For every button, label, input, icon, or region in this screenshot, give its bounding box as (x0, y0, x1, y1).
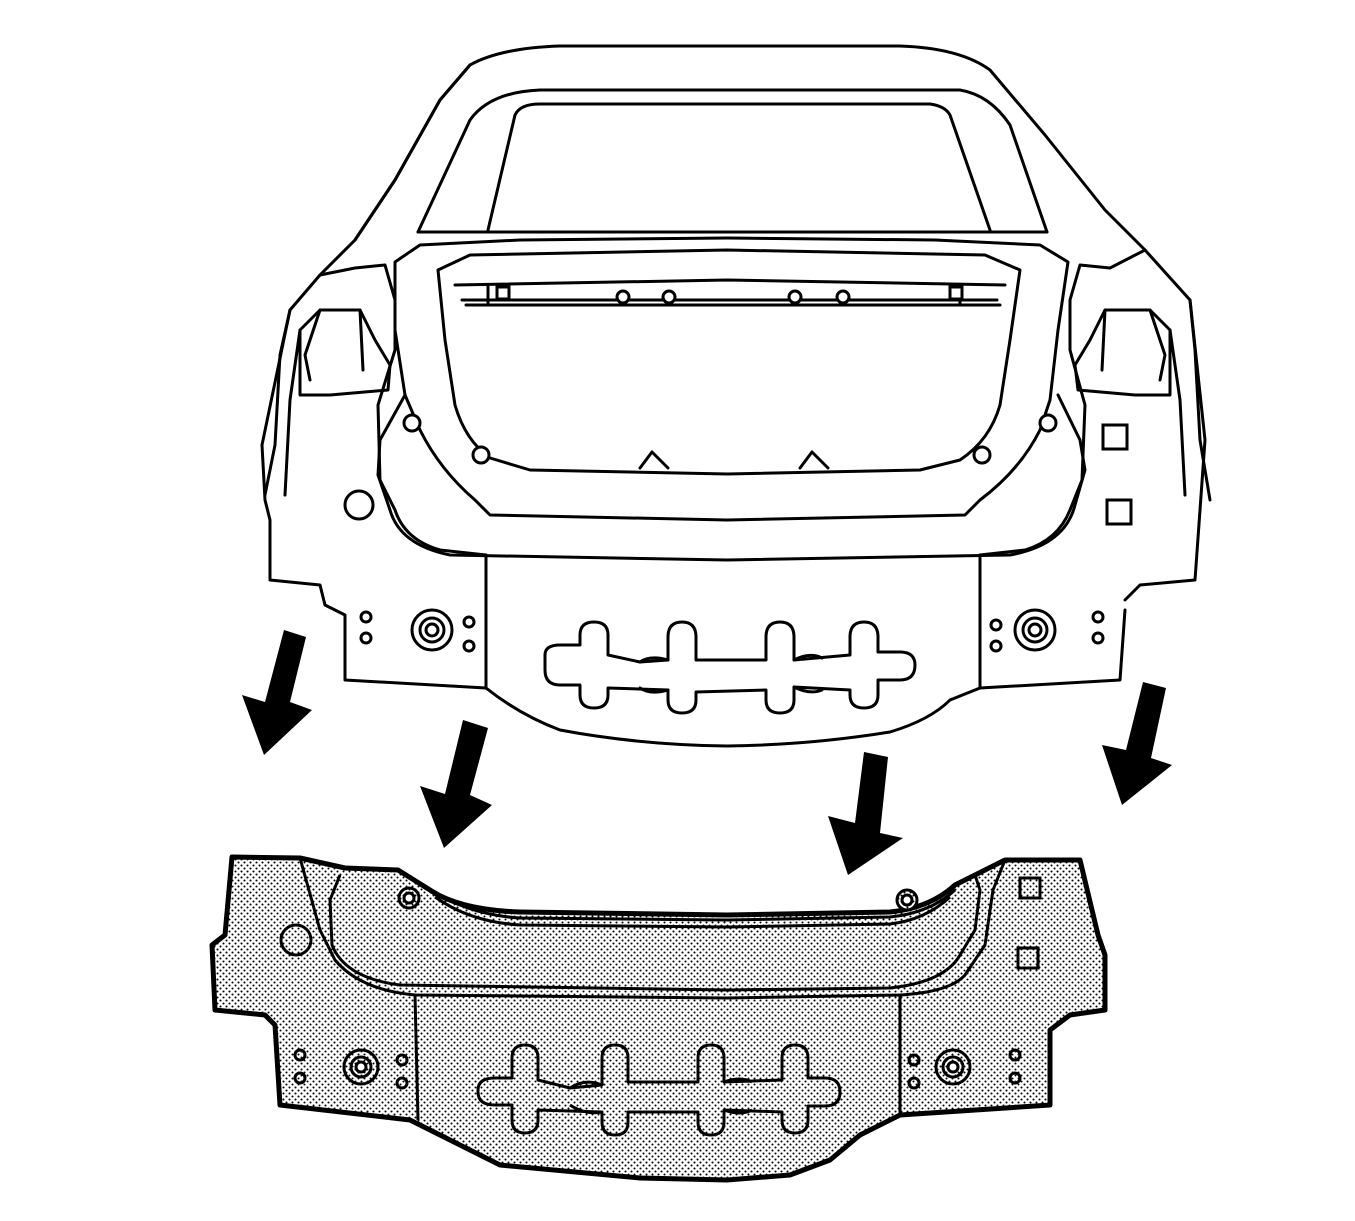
liftgate-header-panel (486, 283, 962, 307)
liftgate-slot-left (495, 285, 511, 301)
liftgate-hole-4 (835, 289, 851, 305)
back-window-opening (486, 102, 992, 232)
rear-end-panel (209, 854, 1108, 1183)
vehicle-rear-body-structure (260, 44, 1212, 748)
left-opening-hole-lower (471, 445, 491, 465)
left-pocket-detail (303, 308, 365, 382)
body-left-fastener-group (359, 608, 476, 653)
direction-arrows (242, 630, 1172, 875)
rear-end-panel-divider-left (413, 994, 420, 1121)
rear-end-panel-right-fastener-group (907, 1048, 1022, 1090)
rear-end-panel-square-hole-lower (1016, 946, 1040, 970)
left-taillamp-pocket (298, 308, 392, 397)
liftgate-hole-1 (615, 289, 631, 305)
liftgate-slot-right (948, 285, 964, 301)
rear-end-panel-square-hole-upper (1018, 876, 1042, 900)
right-opening-hole-lower (972, 445, 992, 465)
right-panel-square-hole-lower (1105, 498, 1133, 526)
liftgate-opening-lip (453, 278, 1007, 307)
rear-end-panel-outline (209, 854, 1108, 1183)
roof-inner-line (416, 88, 1049, 234)
right-opening-hole-upper (1038, 413, 1058, 433)
left-opening-hole-upper (402, 413, 422, 433)
liftgate-hole-2 (661, 289, 677, 305)
arrow-3 (828, 752, 903, 875)
rear-end-panel-top-hole-left-inner (402, 891, 416, 905)
left-quarter-inner (263, 263, 488, 557)
roof-inner-outline (353, 63, 472, 242)
right-pocket-detail (1100, 308, 1167, 382)
rear-end-panel-cutout-seams (569, 1077, 753, 1115)
body-right-fastener-group (989, 608, 1105, 653)
liftgate-frame-edge (376, 393, 1087, 562)
left-panel-large-hole (343, 489, 375, 521)
liftgate-sill-notches (638, 450, 830, 470)
right-taillamp-pocket (1073, 308, 1172, 397)
roof-outline (260, 44, 1207, 602)
arrow-4 (1102, 682, 1172, 805)
rear-end-panel-cross-cutouts (476, 1043, 842, 1137)
right-quarter-inner (978, 248, 1212, 557)
arrow-1 (242, 630, 312, 755)
rear-end-panel-top-hole-right-inner (900, 893, 914, 907)
rear-end-panel-recess (429, 888, 957, 922)
liftgate-hole-3 (787, 289, 803, 305)
liftgate-opening-outer (393, 236, 1070, 522)
rear-end-panel-left-fastener-group (293, 1048, 409, 1090)
arrow-2 (420, 720, 492, 848)
rear-end-panel-upper-flange (298, 857, 1007, 1000)
liftgate-opening-inner (436, 248, 1022, 476)
left-quarter-outer (260, 443, 1127, 748)
right-panel-square-hole-upper (1101, 423, 1129, 451)
body-cross-cutouts (543, 620, 917, 715)
rear-end-panel-large-hole (279, 923, 313, 957)
body-cross-cutout-seams (638, 653, 824, 694)
rear-end-panel-recess-lip (434, 895, 952, 929)
rear-end-panel-inner-flange (328, 874, 982, 992)
